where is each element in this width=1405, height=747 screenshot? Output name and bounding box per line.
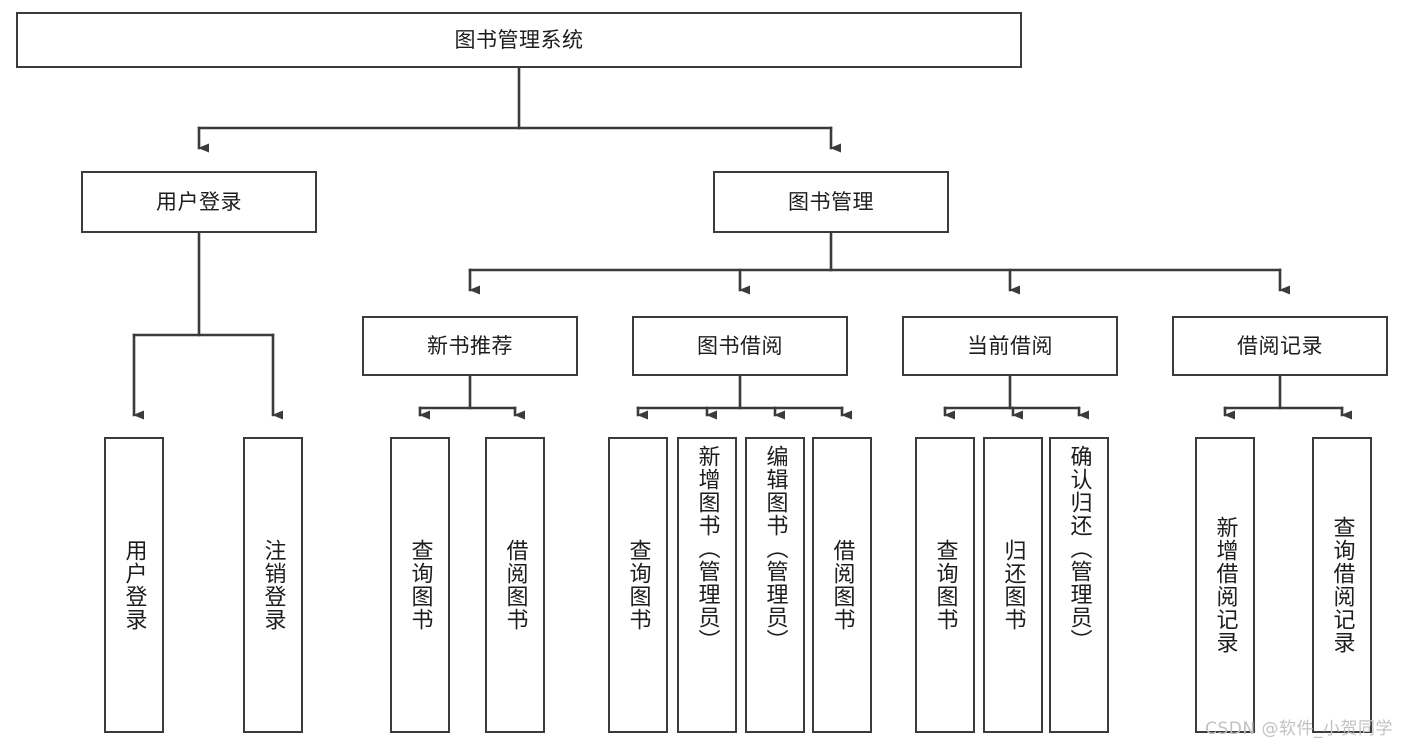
leaf-user-login-2-label: 注销登录 — [260, 539, 286, 631]
leaf-book-borrow-1[interactable]: 查询图书 — [608, 437, 668, 733]
leaf-borrow-record-2[interactable]: 查询借阅记录 — [1312, 437, 1372, 733]
leaf-book-borrow-2[interactable]: 新增图书（管理员） — [677, 437, 737, 733]
node-book-management-label: 图书管理 — [788, 189, 874, 214]
leaf-current-borrow-3[interactable]: 确认归还（管理员） — [1049, 437, 1109, 733]
node-borrow-record-label: 借阅记录 — [1237, 333, 1323, 358]
leaf-user-login-2[interactable]: 注销登录 — [243, 437, 303, 733]
leaf-current-borrow-2-label: 归还图书 — [1000, 539, 1026, 631]
leaf-user-login-1-label: 用户登录 — [121, 539, 147, 631]
leaf-new-book-1-label: 查询图书 — [407, 539, 433, 631]
leaf-borrow-record-1[interactable]: 新增借阅记录 — [1195, 437, 1255, 733]
leaf-book-borrow-1-label: 查询图书 — [625, 539, 651, 631]
leaf-book-borrow-4-label: 借阅图书 — [829, 539, 855, 631]
leaf-current-borrow-1-label: 查询图书 — [932, 539, 958, 631]
leaf-current-borrow-1[interactable]: 查询图书 — [915, 437, 975, 733]
leaf-book-borrow-3-label: 编辑图书（管理员） — [762, 445, 788, 652]
leaf-book-borrow-4[interactable]: 借阅图书 — [812, 437, 872, 733]
node-new-book-recommend-label: 新书推荐 — [427, 333, 513, 358]
leaf-book-borrow-2-label: 新增图书（管理员） — [694, 445, 720, 652]
node-book-borrow-label: 图书借阅 — [697, 333, 783, 358]
watermark: CSDN @软件_小贺同学 — [1205, 719, 1393, 739]
node-book-management[interactable]: 图书管理 — [713, 171, 949, 233]
node-book-borrow[interactable]: 图书借阅 — [632, 316, 848, 376]
node-user-login[interactable]: 用户登录 — [81, 171, 317, 233]
leaf-current-borrow-3-label: 确认归还（管理员） — [1066, 445, 1092, 652]
leaf-borrow-record-1-label: 新增借阅记录 — [1212, 516, 1238, 654]
node-user-login-label: 用户登录 — [156, 189, 242, 214]
node-root-label: 图书管理系统 — [454, 27, 584, 52]
node-current-borrow-label: 当前借阅 — [967, 333, 1053, 358]
leaf-borrow-record-2-label: 查询借阅记录 — [1329, 516, 1355, 654]
leaf-new-book-2-label: 借阅图书 — [502, 539, 528, 631]
node-new-book-recommend[interactable]: 新书推荐 — [362, 316, 578, 376]
leaf-new-book-2[interactable]: 借阅图书 — [485, 437, 545, 733]
leaf-new-book-1[interactable]: 查询图书 — [390, 437, 450, 733]
node-root[interactable]: 图书管理系统 — [16, 12, 1022, 68]
leaf-book-borrow-3[interactable]: 编辑图书（管理员） — [745, 437, 805, 733]
leaf-current-borrow-2[interactable]: 归还图书 — [983, 437, 1043, 733]
node-borrow-record[interactable]: 借阅记录 — [1172, 316, 1388, 376]
node-current-borrow[interactable]: 当前借阅 — [902, 316, 1118, 376]
leaf-user-login-1[interactable]: 用户登录 — [104, 437, 164, 733]
